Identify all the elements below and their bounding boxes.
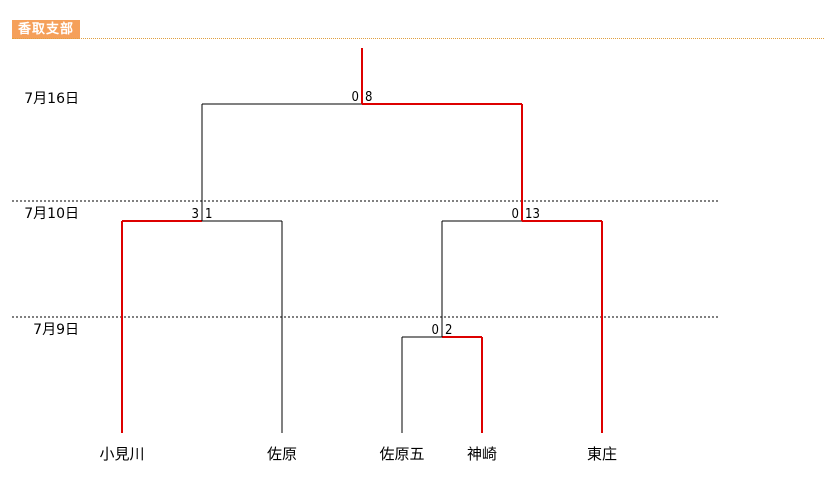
section-title-badge: 香取支部 [12, 20, 81, 39]
score-m1-right: 2 [445, 323, 452, 338]
bracket-lines [121, 48, 603, 433]
team-label: 小見川 [99, 445, 144, 463]
score-m4-left: 0 [352, 90, 359, 105]
round-date-first: 7月9日 [33, 322, 79, 338]
score-m3-left: 0 [512, 207, 519, 222]
score-m1-left: 0 [432, 323, 439, 338]
header-divider [12, 38, 824, 39]
team-label: 神崎 [467, 445, 497, 463]
score-m2-right: 1 [205, 207, 212, 222]
team-label: 東庄 [587, 445, 617, 463]
score-m4-right: 8 [365, 90, 372, 105]
round-dividers [12, 200, 718, 318]
score-m3-right: 13 [525, 207, 540, 222]
round-date-final: 7月16日 [24, 91, 79, 107]
team-label: 佐原五 [379, 445, 424, 463]
score-m2-left: 3 [192, 207, 199, 222]
round-date-labels: 7月16日 7月10日 7月9日 [24, 91, 79, 338]
team-label: 佐原 [267, 445, 297, 463]
round-date-semifinal: 7月10日 [24, 206, 79, 222]
team-labels: 小見川 佐原 佐原五 神崎 東庄 [99, 445, 617, 463]
